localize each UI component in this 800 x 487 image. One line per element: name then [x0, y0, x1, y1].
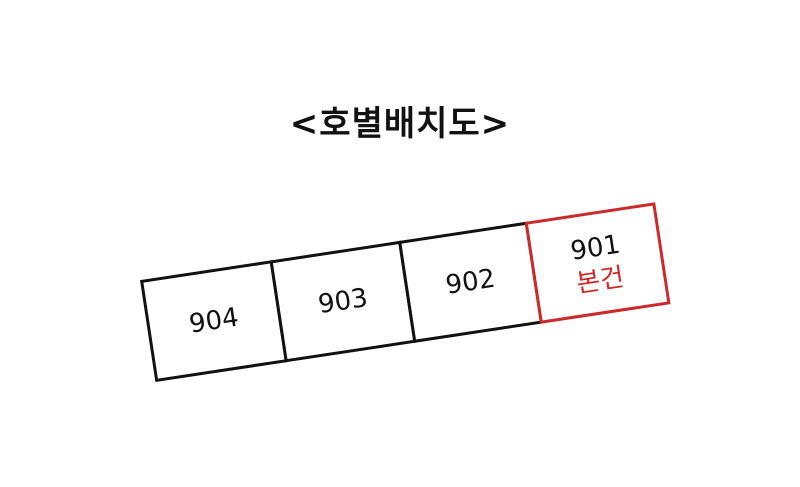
unit-901: 901 본건 [524, 202, 671, 324]
page-title: <호별배치도> [289, 104, 511, 144]
unit-number: 904 [187, 303, 241, 340]
unit-box-highlighted [524, 202, 671, 324]
unit-number: 903 [316, 283, 370, 320]
unit-903: 903 [269, 240, 417, 363]
subject-property-label: 본건 [574, 262, 626, 299]
unit-902: 902 [398, 221, 543, 343]
unit-number: 902 [444, 264, 498, 301]
unit-number: 901 [569, 230, 623, 267]
unit-904: 904 [139, 260, 288, 383]
